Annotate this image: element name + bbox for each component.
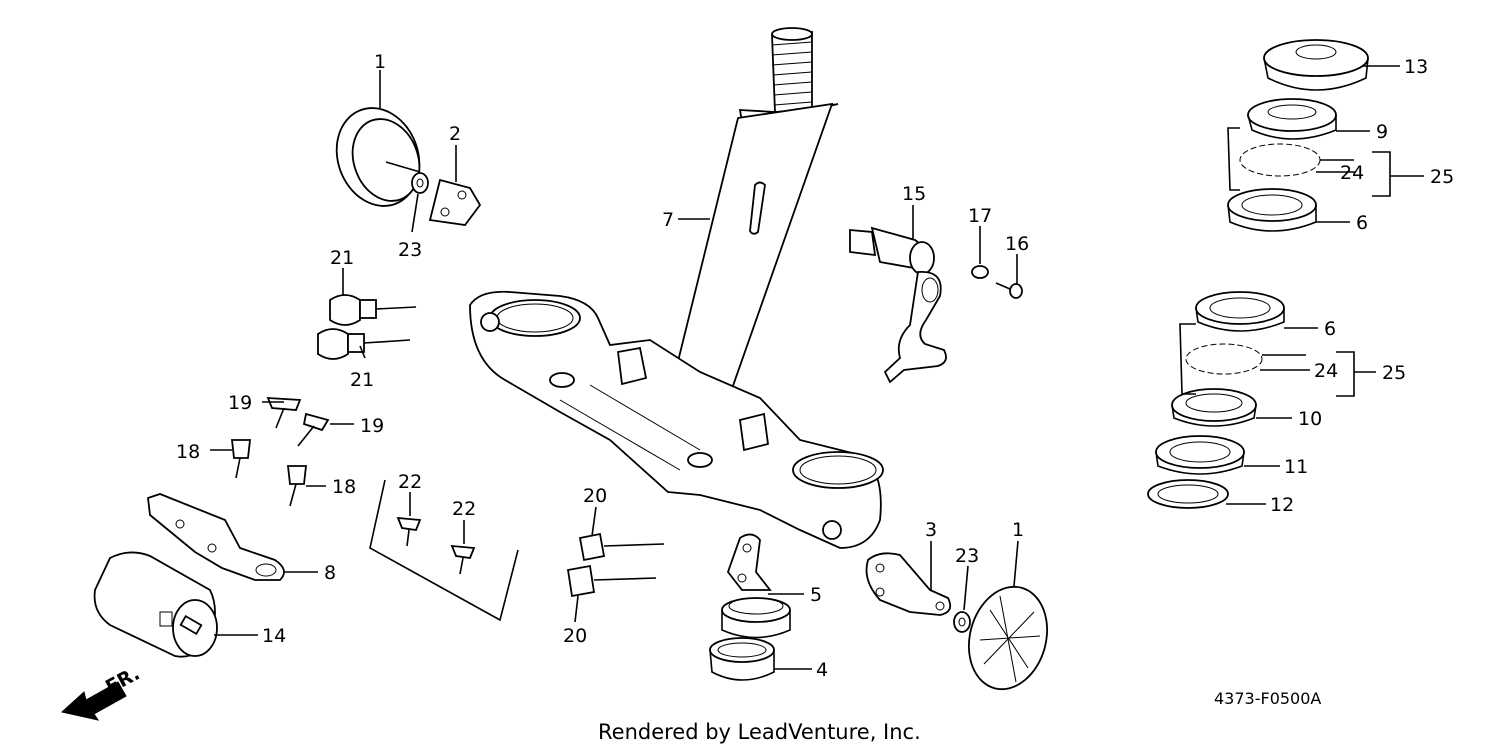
- steel-balls-part-24a[interactable]: [1239, 143, 1321, 177]
- callout-5: 5: [810, 584, 822, 606]
- callout-18-right: 18: [332, 476, 356, 498]
- outer-race-part-6b[interactable]: [1195, 291, 1285, 332]
- callout-6-top: 6: [1356, 212, 1368, 234]
- callout-14: 14: [262, 625, 286, 647]
- callout-11: 11: [1284, 456, 1308, 478]
- cap-part-top[interactable]: [323, 96, 432, 217]
- screw-part-18b[interactable]: [286, 465, 308, 507]
- callout-6-bottom: 6: [1324, 318, 1336, 340]
- callout-18-left: 18: [176, 441, 200, 463]
- callout-12: 12: [1270, 494, 1294, 516]
- callout-17: 17: [968, 205, 992, 227]
- callout-labels: 1 2 23 7 21 21 19 19 18 18 22 22 20 20 8…: [176, 51, 1454, 681]
- callout-23-bottom: 23: [955, 545, 979, 567]
- callout-24-top: 24: [1340, 162, 1364, 184]
- leader-lines: [210, 65, 1424, 670]
- front-direction-arrow: FR.: [60, 662, 143, 721]
- screw-part-22a[interactable]: [396, 516, 422, 547]
- callout-23-top: 23: [398, 239, 422, 261]
- callout-22-left: 22: [398, 471, 422, 493]
- steel-balls-part-24b[interactable]: [1185, 343, 1263, 375]
- screw-part-19b[interactable]: [297, 412, 330, 447]
- adjusting-nut-part-13[interactable]: [1263, 39, 1369, 91]
- diagram-code: 4373-F0500A: [1214, 689, 1321, 708]
- washer-part-17[interactable]: [971, 265, 989, 279]
- callout-25-bottom: 25: [1382, 362, 1406, 384]
- callout-1-top: 1: [374, 51, 386, 73]
- washer-part-23a[interactable]: [411, 172, 429, 194]
- callout-2: 2: [449, 123, 461, 145]
- callout-15: 15: [902, 183, 926, 205]
- callout-16: 16: [1005, 233, 1029, 255]
- callout-9: 9: [1376, 121, 1388, 143]
- callout-20-bottom: 20: [563, 625, 587, 647]
- screw-part-18a[interactable]: [230, 439, 252, 479]
- dust-seal-part-11[interactable]: [1155, 435, 1245, 475]
- callout-3: 3: [925, 519, 937, 541]
- bracket-part-5[interactable]: [726, 533, 772, 591]
- screw-group-bracket: [369, 479, 519, 622]
- upper-race-part-9[interactable]: [1247, 98, 1337, 140]
- switch-cover-part-14[interactable]: [93, 551, 218, 658]
- bracket-part-3[interactable]: [865, 552, 952, 616]
- callout-4: 4: [816, 659, 828, 681]
- callout-19-right: 19: [360, 415, 384, 437]
- screw-part-19a[interactable]: [266, 397, 302, 429]
- screw-part-22b[interactable]: [450, 544, 476, 575]
- callout-10: 10: [1298, 408, 1322, 430]
- bolt-part-21a[interactable]: [329, 294, 417, 326]
- bolt-part-20a[interactable]: [578, 532, 665, 562]
- callout-1-bottom: 1: [1012, 519, 1024, 541]
- washer-part-23b[interactable]: [953, 611, 971, 633]
- steering-lock-part-15[interactable]: [849, 226, 947, 384]
- callout-20-top: 20: [583, 485, 607, 507]
- callout-24-bottom: 24: [1314, 360, 1338, 382]
- callout-21-top: 21: [330, 247, 354, 269]
- cap-part-bottom[interactable]: [958, 578, 1058, 698]
- callout-8: 8: [324, 562, 336, 584]
- plate-part-8[interactable]: [147, 493, 285, 581]
- dust-seal-part-4[interactable]: [709, 637, 775, 681]
- callout-22-right: 22: [452, 498, 476, 520]
- callout-25-top: 25: [1430, 166, 1454, 188]
- lower-race-part-10[interactable]: [1171, 388, 1257, 427]
- steering-stem-part[interactable]: [664, 27, 839, 413]
- callout-21-bottom: 21: [350, 369, 374, 391]
- bolt-part-21b[interactable]: [317, 328, 411, 360]
- screw-part-16[interactable]: [995, 282, 1023, 299]
- credit-line: Rendered by LeadVenture, Inc.: [598, 720, 921, 744]
- washer-part-12[interactable]: [1147, 479, 1229, 509]
- bottom-bridge-part[interactable]: [469, 290, 884, 549]
- callout-13: 13: [1404, 56, 1428, 78]
- outer-race-part-6a[interactable]: [1227, 188, 1317, 232]
- seal-part-5-ring[interactable]: [721, 597, 791, 639]
- bracket-part-2[interactable]: [428, 178, 482, 226]
- bolt-part-20b[interactable]: [566, 564, 657, 598]
- callout-7: 7: [662, 209, 674, 231]
- callout-19-left: 19: [228, 392, 252, 414]
